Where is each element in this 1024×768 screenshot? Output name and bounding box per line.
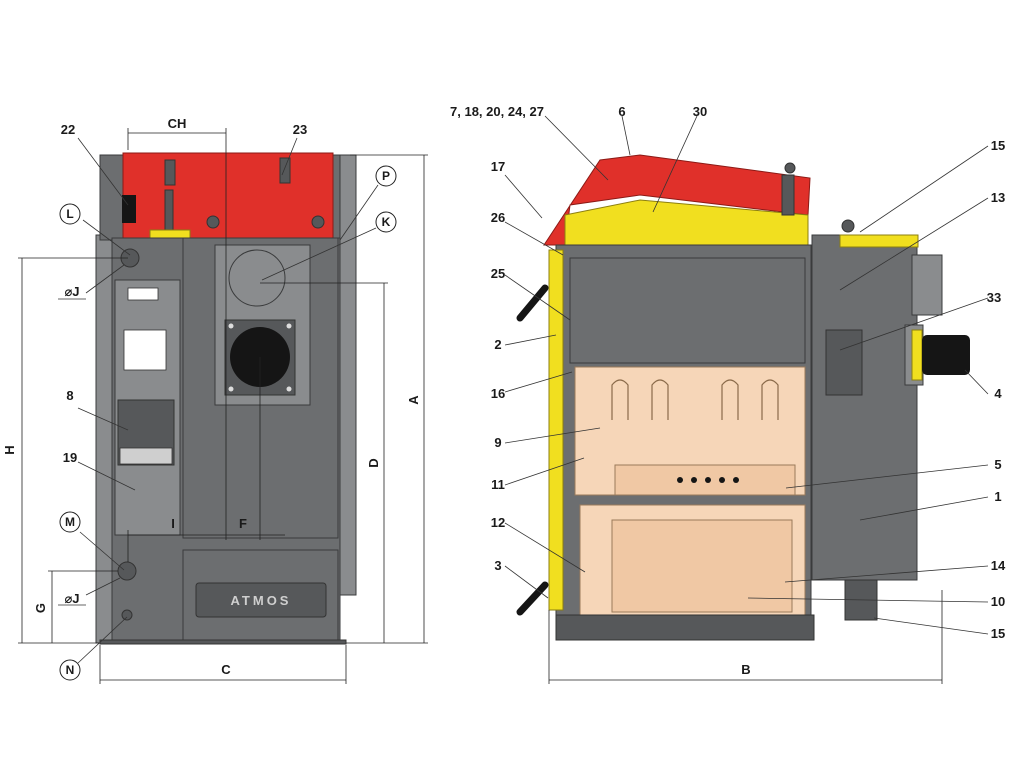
roof-knob [784,162,796,174]
dim-i: I [171,516,175,531]
control-display [123,329,167,371]
side-base [555,614,815,641]
circled-P [375,165,397,187]
flange-bolt-bl [228,386,234,392]
chamber-loop-2 [651,379,669,420]
dim-f: F [239,516,247,531]
front-top-handle [164,189,174,231]
callout-15-bottom: 15 [991,626,1005,641]
dim-b: B [741,662,750,677]
roof-chimney [781,174,795,216]
callout-4: 4 [994,386,1002,401]
chamber-loop-1 [611,379,629,420]
nozzle-hole-2 [691,477,697,483]
dim-oj-bottom: ⌀J [64,591,79,606]
circled-L [59,203,81,225]
flue-outlet-upper [228,249,286,307]
circled-M-label: M [65,515,75,529]
water-inlet-m [117,561,137,581]
chamber-loop-4 [761,379,779,420]
callout-11: 11 [491,477,505,492]
flange-bolt-br [286,386,292,392]
circled-K-label: K [382,215,391,229]
side-view: 7, 18, 20, 24, 27 6 30 17 26 25 2 16 9 1… [450,104,1006,684]
callout-25: 25 [491,266,505,281]
fan-motor [922,335,970,375]
front-red-top-cover [122,152,334,239]
callout-15-top: 15 [991,138,1005,153]
fan-motor-yellow [911,329,923,381]
callout-5: 5 [994,457,1001,472]
circled-K [375,211,397,233]
handle-25 [516,284,549,322]
flange-bolt-tr [286,323,292,329]
callout-14: 14 [991,558,1006,573]
top-cap-right [279,157,291,184]
front-left-side-strip [95,234,115,644]
callout-7-18-20-24-27: 7, 18, 20, 24, 27 [450,104,544,119]
circled-P-label: P [382,169,390,183]
callout-13: 13 [991,190,1005,205]
circled-L-label: L [66,207,73,221]
callout-22: 22 [61,122,75,137]
upper-chamber [569,257,806,364]
dim-c: C [221,662,231,677]
chamber-loop-3 [721,379,739,420]
callout-16: 16 [491,386,505,401]
top-cap-left [164,159,176,186]
callout-9: 9 [494,435,501,450]
front-top-knob-left [206,215,220,229]
fan-grille [119,447,173,465]
callout-19: 19 [63,450,77,465]
callout-33: 33 [987,290,1001,305]
callout-23: 23 [293,122,307,137]
callout-26: 26 [491,210,505,225]
nozzle-hole-1 [677,477,683,483]
dim-h: H [2,445,17,454]
dim-ch: CH [168,116,187,131]
flange-bolt-tl [228,323,234,329]
drain-n [121,609,133,621]
rear-yellow-top [839,234,919,248]
side-knob-top [841,219,855,233]
circled-N-label: N [66,663,75,677]
circled-M [59,511,81,533]
callout-6: 6 [618,104,625,119]
callout-30: 30 [693,104,707,119]
rear-flue-box [911,254,943,316]
dim-oj-top: ⌀J [64,284,79,299]
callout-3: 3 [494,558,501,573]
callout-8: 8 [66,388,73,403]
front-top-pipe [149,229,191,239]
front-view: ATMOS [2,116,428,684]
callout-12: 12 [491,515,505,530]
control-label-plate [127,287,159,301]
nozzle-hole-5 [733,477,739,483]
brand-label: ATMOS [231,593,292,608]
callout-17: 17 [491,159,505,174]
front-base [99,639,347,645]
side-yellow-left-rail [548,249,564,611]
nozzle-hole-4 [719,477,725,483]
circled-N [59,659,81,681]
rear-housing [811,234,918,581]
callout-2: 2 [494,337,501,352]
atmos-badge [195,582,327,618]
handle-3 [516,581,549,616]
front-top-knob-right [311,215,325,229]
rear-cleaning-door [825,329,863,396]
dim-a: A [406,395,421,405]
ash-chamber-inner [611,519,793,613]
nozzle-hole-3 [705,477,711,483]
dim-d: D [366,458,381,467]
callout-10: 10 [991,594,1005,609]
callout-1: 1 [994,489,1001,504]
dim-g: G [33,603,48,613]
side-yellow-frame-top [564,199,809,246]
